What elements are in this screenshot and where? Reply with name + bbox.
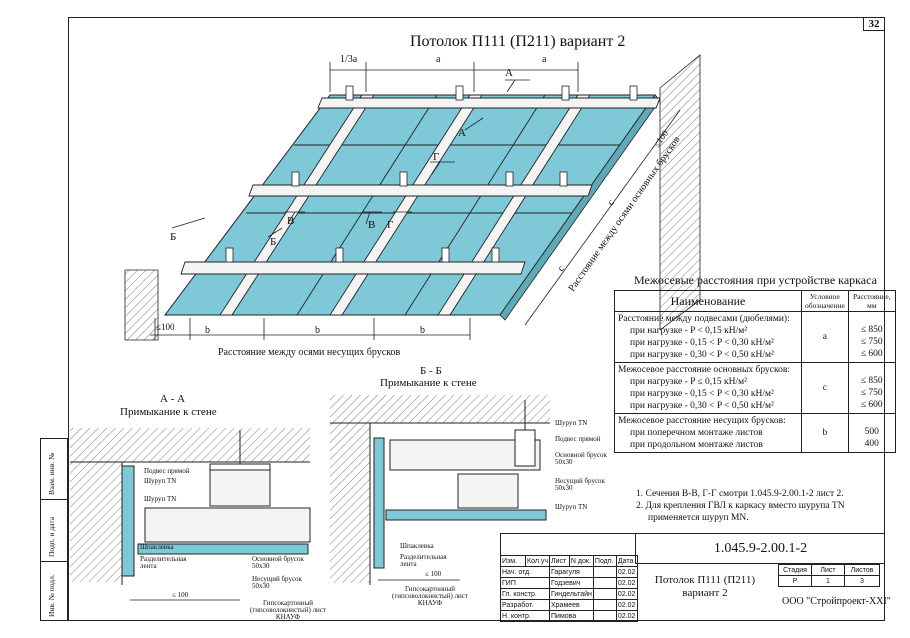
- bb-tape: Разделительная лента: [400, 553, 447, 568]
- dim-top-a1: a: [436, 54, 441, 65]
- page-number: 32: [863, 17, 885, 31]
- side-stamp: Взам. инв. № Подп. и дата Инв. № подл.: [40, 438, 68, 621]
- aa-carry-bar: Несущий брусок 50х30: [252, 575, 302, 590]
- aa-screw: Шуруп TN: [144, 477, 177, 485]
- section-aa-title: А - А: [160, 393, 186, 405]
- mark-g2: Г: [387, 219, 393, 231]
- aa-screw-2: Шуруп TN: [144, 495, 177, 503]
- table-row-c-sym: c: [801, 362, 849, 414]
- bb-screw-2: Шуруп TN: [555, 503, 588, 511]
- aa-main-bar: Основной брусок 50х30: [252, 555, 304, 570]
- table-row-c-vals: ≤ 850≤ 750≤ 600: [847, 362, 896, 414]
- bb-dim: ≤ 100: [425, 570, 442, 578]
- dim-b1: b: [205, 325, 210, 336]
- table-head-name: Наименование: [614, 290, 802, 312]
- table-title: Межосевые расстояния при устройстве карк…: [634, 273, 877, 287]
- table-head-dist: Расстояние, мм: [847, 290, 896, 312]
- note-2: 2. Для крепления ГВЛ к каркасу вместо шу…: [636, 501, 845, 511]
- mark-v1: В: [287, 215, 294, 227]
- section-aa-drawing: ≤ 100: [70, 428, 311, 601]
- section-bb-drawing: ≤ 100: [330, 395, 550, 585]
- table-row-b-sym: b: [801, 413, 849, 453]
- mark-a1: А: [505, 67, 513, 79]
- drawing-title: Потолок П111 (П211) вариант 2: [410, 33, 626, 50]
- stamp-org: ООО "Стройпроект-XXI": [782, 596, 891, 607]
- bb-putty: Шпаклевка: [400, 542, 434, 550]
- bb-carry-bar: Несущий брусок 50х30: [555, 477, 605, 492]
- aa-gkl: Гипсокартонный (гипсоволокнистый) лист К…: [250, 599, 326, 621]
- bb-gkl: Гипсокартонный (гипсоволокнистый) лист К…: [392, 585, 468, 607]
- aa-hanger: Подвес прямой: [144, 467, 190, 475]
- bb-screw: Шуруп TN: [555, 419, 588, 427]
- section-bb-subtitle: Примыкание к стене: [380, 377, 477, 389]
- dim-b2: b: [315, 325, 320, 336]
- bb-main-bar: Основной брусок 50х30: [555, 451, 607, 466]
- aa-dim: ≤ 100: [172, 591, 189, 599]
- table-row-a-desc: Расстояние между подвесами (дюбелями): п…: [614, 311, 802, 363]
- table-row-a-vals: ≤ 850≤ 750≤ 600: [847, 311, 896, 363]
- table-row-a-sym: a: [801, 311, 849, 363]
- mark-b2: Б: [270, 236, 276, 248]
- aa-tape: Разделительная лента: [140, 555, 187, 570]
- stamp-code: 1.045.9-2.00.1-2: [635, 533, 885, 564]
- label-bottom-axis: Расстояние между осями несущих брусков: [218, 347, 401, 358]
- dim-c1: c: [605, 197, 617, 207]
- mark-b1: Б: [170, 231, 176, 243]
- table-row-c-desc: Межосевое расстояние основных брусков: п…: [614, 362, 802, 414]
- bb-hanger: Подвес прямой: [555, 435, 601, 443]
- dim-top-a2: a: [542, 54, 547, 65]
- section-bb-title: Б - Б: [420, 365, 442, 377]
- note-3: применяется шуруп MN.: [648, 513, 749, 523]
- dim-b3: b: [420, 325, 425, 336]
- mark-g1: Г: [433, 151, 439, 163]
- mark-v2: В: [368, 219, 375, 231]
- section-aa-subtitle: Примыкание к стене: [120, 406, 217, 418]
- aa-putty: Шпаклевка: [140, 543, 174, 551]
- mark-a2: А: [458, 127, 466, 139]
- dim-le100-bottom: ≤100: [156, 322, 175, 332]
- dim-top-third: 1/3a: [340, 54, 358, 65]
- stamp-name: Потолок П111 (П211) вариант 2: [654, 574, 756, 599]
- table-head-sym: Условное обозначение: [801, 290, 849, 312]
- spacing-table: Наименование Условное обозначение Рассто…: [614, 290, 896, 453]
- wall-hatch-left: [124, 269, 159, 341]
- dim-c2: c: [555, 263, 567, 273]
- note-1: 1. Сечения В-В, Г-Г смотри 1.045.9-2.00.…: [636, 489, 844, 499]
- main-bars: [180, 97, 661, 275]
- table-row-b-desc: Межосевое расстояние несущих брусков: пр…: [614, 413, 802, 453]
- wall-hatch-right: [659, 54, 701, 331]
